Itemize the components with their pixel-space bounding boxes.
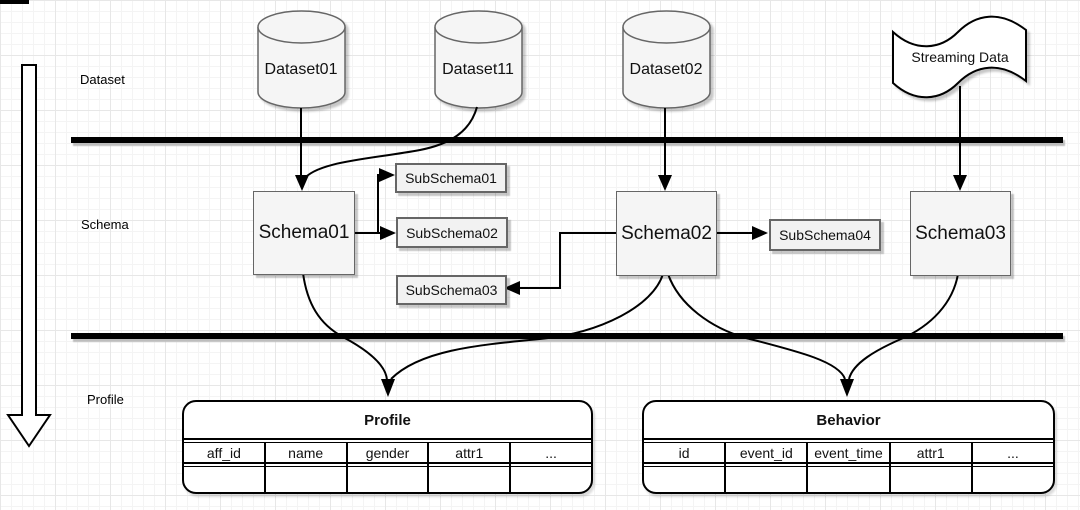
subschema02-node: SubSchema02: [396, 217, 508, 248]
column-header-cell: event_id: [726, 443, 807, 464]
empty-cell: [511, 467, 591, 492]
subschema01-node: SubSchema01: [395, 163, 507, 193]
empty-cell: [348, 467, 428, 492]
profile-table: Profile aff_id name gender attr1 ...: [182, 400, 593, 494]
schema02-node: Schema02: [616, 191, 717, 276]
table-column: event_time: [808, 443, 891, 492]
behavior-table: Behavior id event_id event_time attr1 ..…: [642, 400, 1055, 494]
subschema03-node: SubSchema03: [396, 275, 507, 305]
dataset01-label: Dataset01: [264, 61, 338, 78]
empty-cell: [973, 467, 1053, 492]
column-header-cell: event_time: [808, 443, 889, 464]
column-header-cell: ...: [972, 443, 1053, 464]
table-divider: [511, 464, 591, 467]
column-header-cell: attr1: [890, 443, 971, 464]
dataset11-label: Dataset11: [442, 61, 514, 78]
table-column: ...: [511, 443, 591, 492]
empty-cell: [808, 467, 888, 492]
empty-cell: [644, 467, 724, 492]
empty-cell: [184, 467, 264, 492]
empty-cell: [891, 467, 971, 492]
empty-cell: [266, 467, 346, 492]
dataset02-database-icon: [622, 10, 711, 109]
timeline-down-arrow-icon: [6, 64, 52, 448]
dataset02-label: Dataset02: [629, 61, 703, 78]
column-header-cell: id: [644, 443, 725, 464]
column-header-cell: aff_id: [184, 443, 264, 464]
column-header-cell: gender: [347, 443, 428, 464]
lane-label-schema: Schema: [81, 217, 129, 232]
table-divider: [726, 464, 807, 467]
table-divider: [890, 464, 971, 467]
table-divider: [347, 464, 428, 467]
table-column: attr1: [890, 443, 973, 492]
top-left-crop-mark: [0, 0, 29, 4]
profile-table-columns: aff_id name gender attr1 ...: [184, 443, 591, 492]
flow-edges: [300, 86, 961, 381]
table-column: ...: [972, 443, 1053, 492]
empty-cell: [726, 467, 806, 492]
table-divider: [429, 464, 510, 467]
lane-label-profile: Profile: [87, 392, 124, 407]
lane-divider-dataset-schema: [71, 137, 1063, 143]
empty-cell: [429, 467, 509, 492]
profile-table-title: Profile: [184, 402, 591, 440]
table-column: name: [265, 443, 348, 492]
table-divider: [644, 440, 1053, 443]
table-divider: [265, 464, 346, 467]
behavior-table-title: Behavior: [644, 402, 1053, 440]
lane-divider-schema-profile: [71, 333, 1063, 339]
streaming-data-tape-icon: [892, 15, 1027, 99]
behavior-table-columns: id event_id event_time attr1 ...: [644, 443, 1053, 492]
table-column: id: [644, 443, 727, 492]
streaming-data-label: Streaming Data: [911, 49, 1009, 65]
dataset11-database-icon: [434, 10, 523, 109]
column-header-cell: ...: [511, 443, 591, 464]
column-header-cell: name: [265, 443, 346, 464]
schema03-node: Schema03: [910, 191, 1011, 276]
table-column: gender: [347, 443, 430, 492]
column-header-cell: attr1: [429, 443, 510, 464]
table-column: aff_id: [184, 443, 266, 492]
flow-arrowheads: [295, 168, 967, 397]
dataset01-database-icon: [257, 10, 346, 109]
table-column: attr1: [429, 443, 512, 492]
table-divider: [972, 464, 1053, 467]
lane-label-dataset: Dataset: [80, 72, 125, 87]
schema01-node: Schema01: [253, 191, 355, 275]
table-divider: [184, 440, 591, 443]
table-divider: [644, 464, 725, 467]
table-divider: [184, 464, 264, 467]
table-divider: [808, 464, 889, 467]
subschema04-node: SubSchema04: [769, 219, 881, 251]
table-column: event_id: [726, 443, 809, 492]
